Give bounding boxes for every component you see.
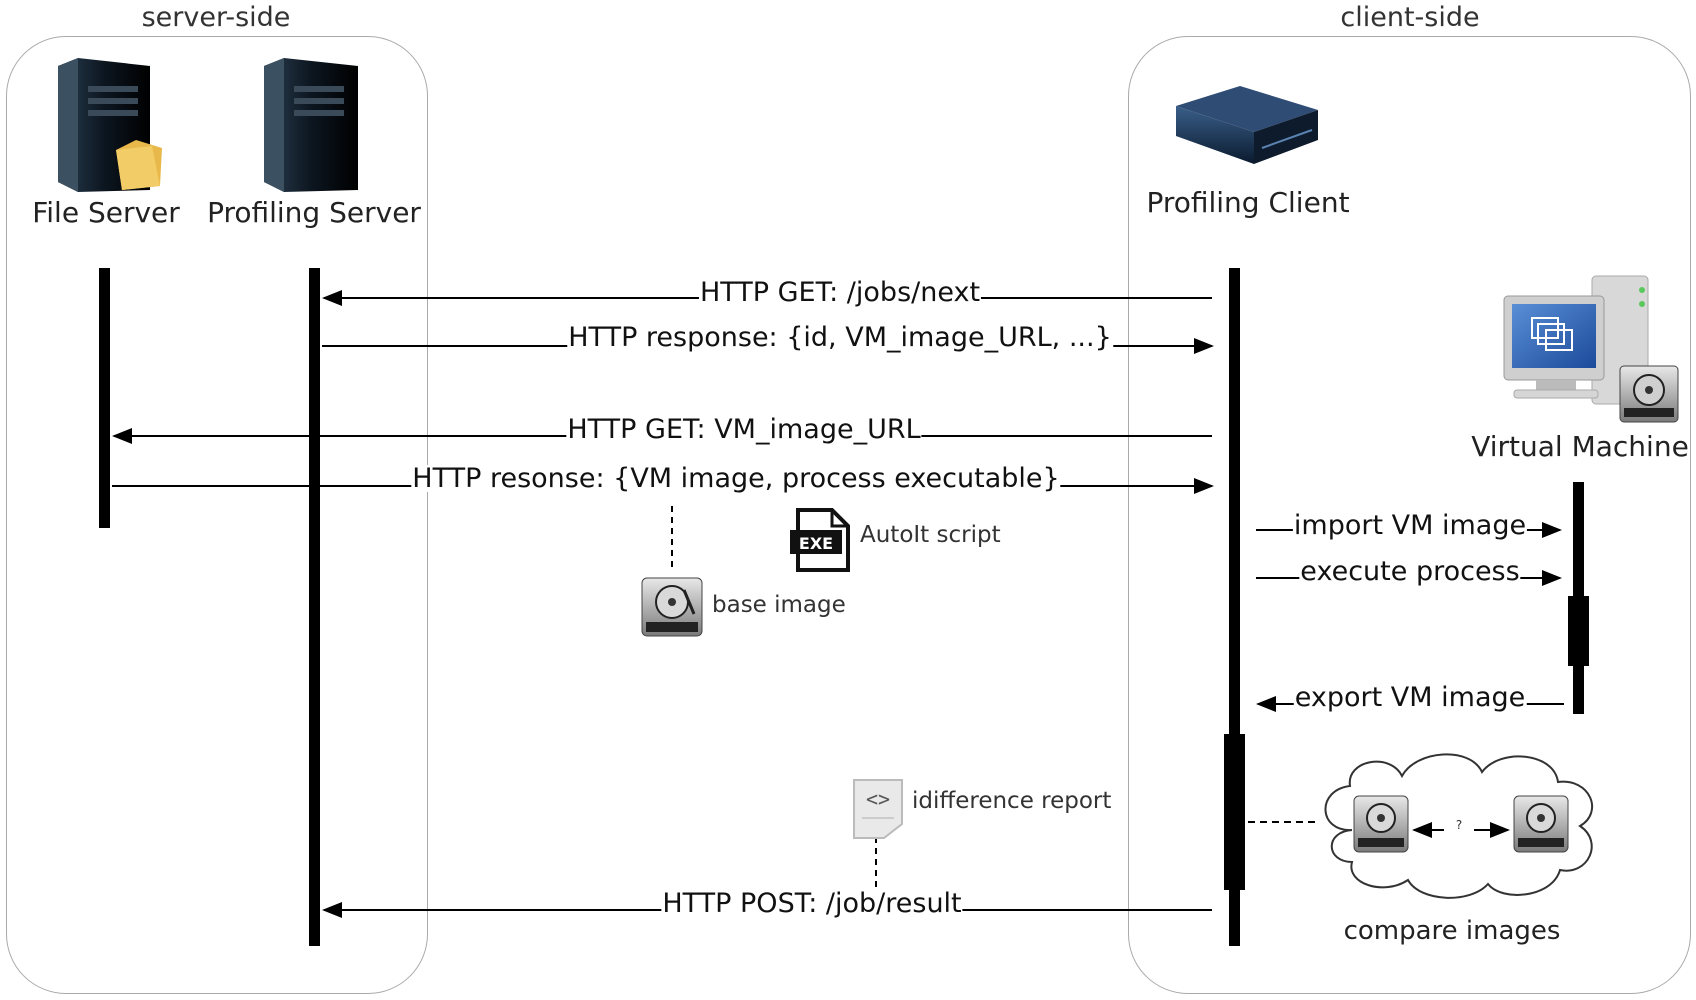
compare-symbol: ? xyxy=(1455,818,1463,832)
msg-export-vm-image: export VM image xyxy=(1293,682,1527,713)
msg-image-response: HTTP resonse: {VM image, process executa… xyxy=(411,463,1061,494)
base-image-label: base image xyxy=(712,592,846,618)
server-side-label: server-side xyxy=(141,2,291,33)
profiling-server-lifeline xyxy=(309,268,320,946)
file-server-lifeline xyxy=(99,268,110,528)
msg-import-vm-image: import VM image xyxy=(1292,510,1528,541)
difference-report-label: idifference report xyxy=(912,788,1112,814)
server-tower-icon xyxy=(264,58,358,192)
cloud-icon xyxy=(1324,753,1593,899)
file-server-label: File Server xyxy=(32,196,180,229)
profiling-server-label: Profiling Server xyxy=(207,196,421,229)
msg-job-response: HTTP response: {id, VM_image_URL, ...} xyxy=(567,322,1113,353)
compare-images-label: compare images xyxy=(1343,916,1561,946)
server-side-panel xyxy=(6,36,428,994)
exe-file-icon: EXE xyxy=(790,508,850,572)
hard-disk-icon xyxy=(1353,795,1409,853)
profiling-client-label: Profiling Client xyxy=(1146,186,1350,219)
virtual-machine-activation xyxy=(1568,596,1589,666)
server-tower-with-folder-icon xyxy=(58,58,162,192)
virtual-machine-label: Virtual Machine xyxy=(1471,430,1689,463)
client-side-label: client-side xyxy=(1340,2,1480,33)
msg-get-vm-image: HTTP GET: VM_image_URL xyxy=(566,414,922,445)
desktop-box-icon xyxy=(1176,86,1318,164)
msg-execute-process: execute process xyxy=(1299,556,1521,587)
svg-text:<>: <> xyxy=(866,787,890,811)
profiling-client-lifeline xyxy=(1229,268,1240,946)
svg-text:EXE: EXE xyxy=(799,534,833,553)
code-document-icon: <> xyxy=(853,779,903,839)
vm-monitor-tower-icon xyxy=(1503,275,1679,423)
msg-get-next-job: HTTP GET: /jobs/next xyxy=(698,277,982,308)
hard-disk-icon xyxy=(1513,795,1569,853)
msg-post-result: HTTP POST: /job/result xyxy=(661,888,963,919)
profiling-client-activation xyxy=(1224,734,1245,890)
hard-disk-icon xyxy=(641,577,703,637)
autoit-script-label: AutoIt script xyxy=(860,522,1001,548)
